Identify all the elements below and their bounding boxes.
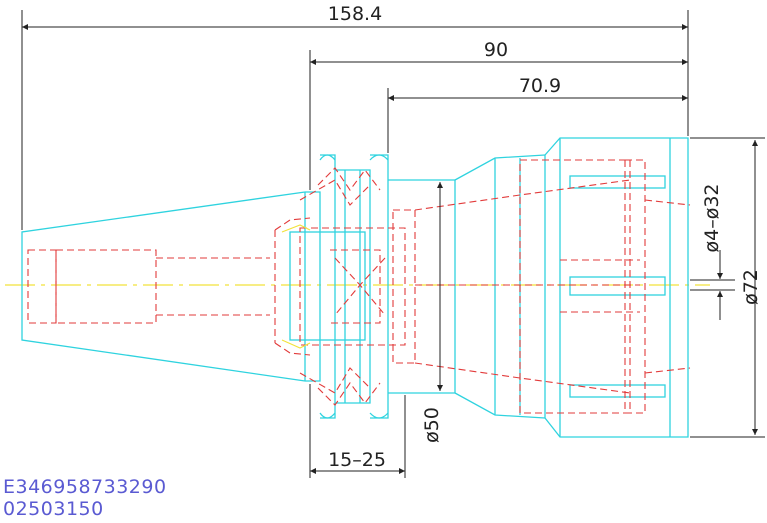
dim-nut-diameter: ø72: [740, 269, 762, 305]
gauge-lines: [281, 224, 311, 349]
dim-collet-range: ø4–ø32: [701, 183, 723, 252]
dim-clamp-range: 15–25: [328, 449, 386, 471]
tool-holder-outline: [21, 137, 689, 438]
dim-length-70-9: 70.9: [519, 75, 561, 97]
part-code: E346958733290: [3, 476, 167, 498]
dim-body-diameter: ø50: [421, 407, 443, 443]
dim-overall-length: 158.4: [328, 3, 382, 25]
hidden-lines: [27, 159, 691, 414]
part-number: 02503150: [3, 498, 104, 520]
dim-length-90: 90: [484, 39, 508, 61]
dimension-lines: [21, 10, 765, 478]
